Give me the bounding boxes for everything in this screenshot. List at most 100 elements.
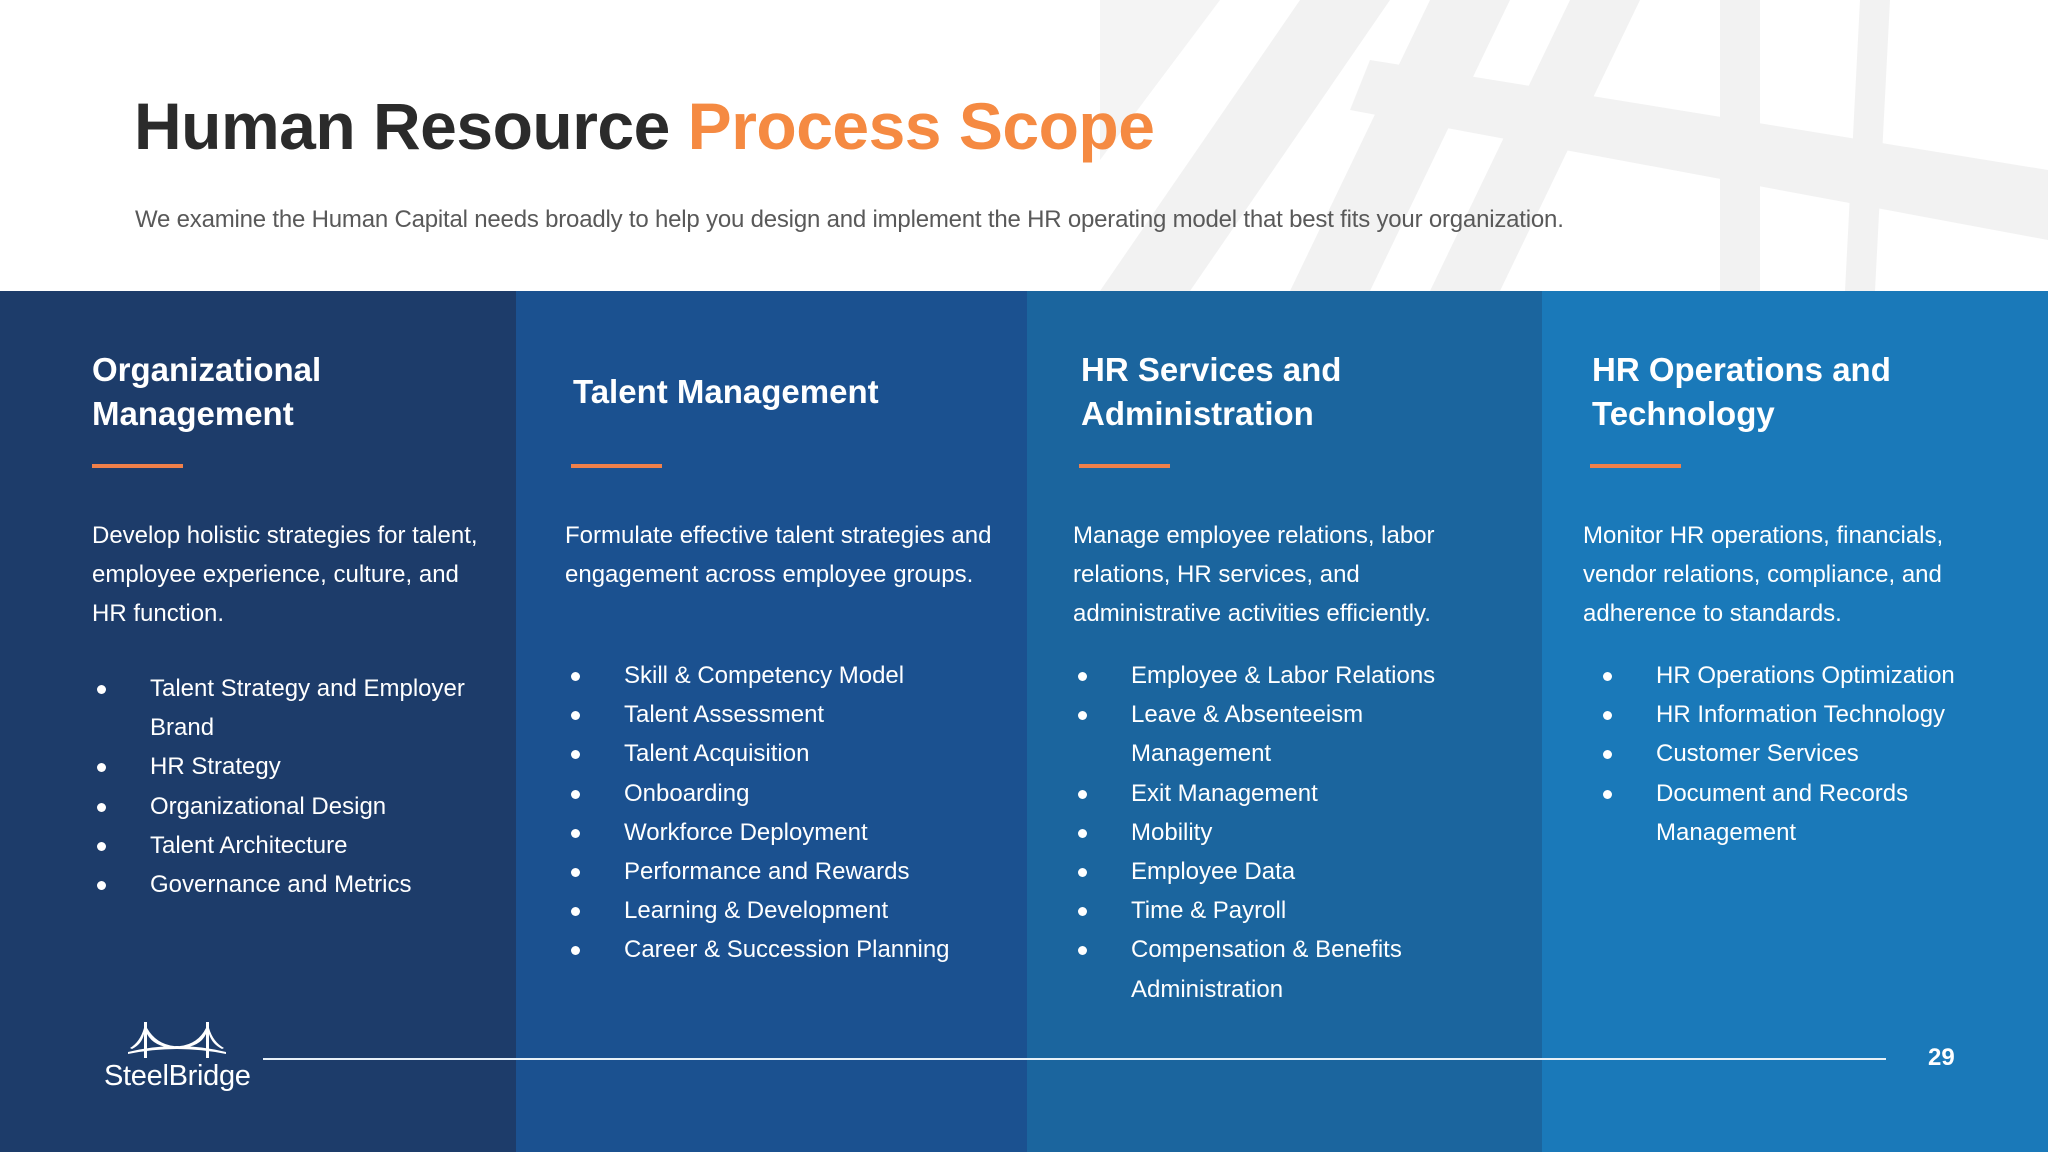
list-item-label: Talent Strategy and Employer Brand xyxy=(150,675,465,742)
column-description: Develop holistic strategies for talent, … xyxy=(92,522,478,627)
title-underline xyxy=(571,464,662,468)
bullet-icon xyxy=(1078,789,1087,799)
list-item: Employee & Labor Relations xyxy=(1073,656,1493,695)
column-description: Formulate effective talent strategies an… xyxy=(565,522,992,588)
list-item: Employee Data xyxy=(1073,852,1493,891)
bullet-icon xyxy=(571,907,580,917)
title-main: Human Resource xyxy=(134,89,670,163)
bullet-icon xyxy=(97,841,106,851)
bullet-icon xyxy=(571,750,580,760)
list-item-label: Leave & Absenteeism Management xyxy=(1131,701,1364,768)
bullet-icon xyxy=(571,868,580,878)
list-item-label: HR Information Technology xyxy=(1656,701,1946,729)
page-number: 29 xyxy=(1928,1044,1955,1071)
column-item-list: Employee & Labor Relations Leave & Absen… xyxy=(1073,656,1493,1009)
title-accent: Process Scope xyxy=(687,89,1155,163)
list-item-label: Learning & Development xyxy=(624,897,889,925)
list-item-label: Employee Data xyxy=(1131,858,1296,886)
column-title-line1: Organizational xyxy=(92,351,322,388)
bridge-watermark-image xyxy=(1100,0,2048,291)
bullet-icon xyxy=(571,672,580,681)
list-item-label: Workforce Deployment xyxy=(624,818,868,846)
list-item-label: Mobility xyxy=(1131,818,1213,846)
list-item-label: Performance and Rewards xyxy=(624,858,910,886)
bullet-icon xyxy=(571,711,580,721)
column-description: Monitor HR operations, financials, vendo… xyxy=(1583,522,1944,627)
column-item-list: Talent Strategy and Employer Brand HR St… xyxy=(92,669,492,904)
bullet-icon xyxy=(1078,711,1087,721)
list-item: Exit Management xyxy=(1073,774,1493,813)
list-item-label: Talent Acquisition xyxy=(624,740,810,768)
list-item-label: Career & Succession Planning xyxy=(624,936,950,964)
bullet-icon xyxy=(1603,711,1612,721)
steelbridge-logo: SteelBridge xyxy=(104,1020,254,1100)
bullet-icon xyxy=(571,789,580,799)
bullet-icon xyxy=(1603,789,1612,799)
list-item: Time & Payroll xyxy=(1073,891,1493,930)
column-title-line2: Management xyxy=(92,395,294,432)
list-item-label: Skill & Competency Model xyxy=(624,662,905,689)
list-item: HR Operations Optimization xyxy=(1598,656,2018,695)
list-item: Performance and Rewards xyxy=(566,852,1006,891)
bullet-icon xyxy=(97,685,106,694)
bullet-icon xyxy=(1078,828,1087,838)
column-title: HR Operations and Technology xyxy=(1592,348,2022,436)
list-item: Customer Services xyxy=(1598,734,2018,773)
list-item: Leave & Absenteeism Management xyxy=(1073,695,1493,773)
bullet-icon xyxy=(1603,750,1612,760)
column-hr-operations-technology: HR Operations and Technology Monitor HR … xyxy=(1542,291,2048,1152)
bullet-icon xyxy=(97,881,106,891)
list-item: Talent Architecture xyxy=(92,826,492,865)
column-title-line1: HR Services and xyxy=(1081,351,1342,388)
list-item: Governance and Metrics xyxy=(92,865,492,904)
column-title-line1: HR Operations and xyxy=(1592,351,1891,388)
logo-wordmark: SteelBridge xyxy=(104,1060,251,1092)
list-item: Talent Assessment xyxy=(566,695,1006,734)
title-underline xyxy=(1590,464,1681,468)
slide-header: Human Resource Process Scope We examine … xyxy=(0,0,2048,291)
bridge-icon xyxy=(128,1022,226,1058)
column-description: Manage employee relations, labor relatio… xyxy=(1073,522,1435,627)
column-item-list: Skill & Competency Model Talent Assessme… xyxy=(566,656,1006,970)
list-item-label: Talent Architecture xyxy=(150,831,348,859)
bullet-icon xyxy=(571,946,580,956)
bullet-icon xyxy=(1078,907,1087,917)
list-item: Learning & Development xyxy=(566,891,1006,930)
bullet-icon xyxy=(1078,868,1087,878)
bullet-icon xyxy=(1603,672,1612,681)
list-item-label: Talent Assessment xyxy=(624,701,825,729)
bullet-icon xyxy=(1078,672,1087,681)
list-item-label: Organizational Design xyxy=(150,792,387,820)
page-subtitle: We examine the Human Capital needs broad… xyxy=(135,206,1564,233)
column-title-line1: Talent Management xyxy=(573,373,879,410)
list-item-label: Governance and Metrics xyxy=(150,871,412,899)
list-item: Talent Acquisition xyxy=(566,734,1006,773)
column-title-line2: Administration xyxy=(1081,395,1314,432)
footer-divider xyxy=(263,1058,1886,1060)
list-item-label: HR Strategy xyxy=(150,753,281,781)
column-hr-services-administration: HR Services and Administration Manage em… xyxy=(1027,291,1542,1152)
list-item: Workforce Deployment xyxy=(566,813,1006,852)
title-underline xyxy=(92,464,183,468)
column-title: HR Services and Administration xyxy=(1081,348,1511,436)
list-item: Onboarding xyxy=(566,774,1006,813)
list-item-label: Compensation & Benefits Administration xyxy=(1131,936,1402,1003)
list-item-label: Customer Services xyxy=(1656,740,1859,768)
column-title-line2: Technology xyxy=(1592,395,1775,432)
list-item: Mobility xyxy=(1073,813,1493,852)
column-talent-management: Talent Management Formulate effective ta… xyxy=(516,291,1027,1152)
list-item-label: Exit Management xyxy=(1131,779,1318,807)
bullet-icon xyxy=(97,763,106,773)
title-underline xyxy=(1079,464,1170,468)
column-item-list: HR Operations Optimization HR Informatio… xyxy=(1598,656,2018,852)
list-item-label: Document and Records Management xyxy=(1656,779,1909,846)
page-title: Human Resource Process Scope xyxy=(134,88,1155,164)
column-organizational-management: Organizational Management Develop holist… xyxy=(0,291,516,1152)
list-item-label: Onboarding xyxy=(624,779,750,807)
bullet-icon xyxy=(571,828,580,838)
list-item: Organizational Design xyxy=(92,787,492,826)
list-item: Document and Records Management xyxy=(1598,774,2018,852)
list-item: Compensation & Benefits Administration xyxy=(1073,930,1493,1008)
list-item-label: Time & Payroll xyxy=(1131,897,1287,925)
list-item-label: HR Operations Optimization xyxy=(1656,662,1955,689)
